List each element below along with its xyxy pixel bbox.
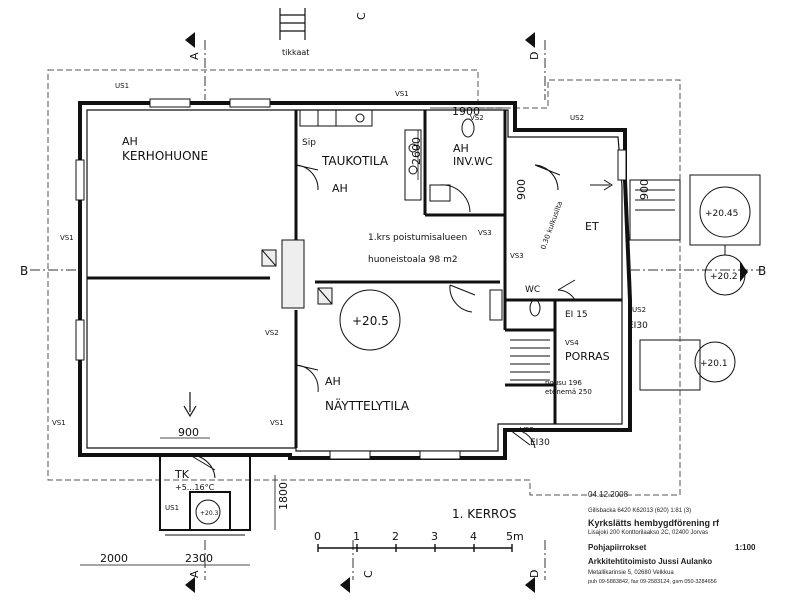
title-office-address: Metallikarinsie 5, 02680 Velkkua: [588, 570, 674, 576]
scale-tick-label: 2: [392, 530, 399, 543]
wall-tag: VS2: [265, 329, 279, 337]
level-text: +20.1: [700, 359, 728, 369]
doors: [189, 164, 576, 479]
fire-rating-ei30: EI30: [628, 321, 648, 331]
section-markers: [185, 32, 748, 593]
title-date: 04.12.2008: [588, 490, 629, 499]
title-ref: Gillsbacka 6420 K62013 (620) 1:81 (3): [588, 508, 692, 514]
wall-tag: VS1: [52, 419, 66, 427]
wall-tag: VS3: [510, 252, 524, 260]
level-text: +20.45: [705, 209, 738, 219]
room-label-tk: TK: [174, 468, 190, 481]
fire-rating-ei15: EI 15: [565, 310, 588, 320]
dimension-text: 900: [178, 426, 199, 439]
wall-tag: VS2: [470, 114, 484, 122]
scale-bar: [317, 544, 513, 552]
room-label-nayttelytila: NÄYTTELYTILA: [325, 398, 410, 413]
entrance-porch: [159, 454, 251, 536]
dimension-text: 2600: [410, 137, 423, 165]
scale-tick-label: 5m: [506, 530, 524, 543]
area-note-1: 1.krs poistumisalueen: [368, 233, 467, 243]
level-text: +20.2: [710, 272, 738, 282]
title-scale: 1:100: [735, 543, 756, 552]
arrow-icon: [183, 392, 197, 418]
ah-label: AH: [332, 182, 348, 195]
section-letter: A: [188, 52, 201, 60]
roof-outline: [47, 69, 681, 496]
kitchen-counter: [299, 109, 422, 201]
dimension-text: 2300: [185, 552, 213, 565]
ah-label: AH: [325, 375, 341, 388]
level-text: +20.3: [200, 510, 219, 517]
wall-tag: US1: [115, 82, 129, 90]
direction-arrows: [590, 179, 726, 255]
section-lines: [30, 40, 760, 580]
wall-tag: VS3: [478, 229, 492, 237]
title-drawing: Pohjapiirrokset: [588, 543, 647, 552]
title-address: Lisajoki 200 Konttorilaakso 2C, 02400 Jo…: [588, 530, 709, 536]
exterior-walls-inner: [86, 109, 623, 452]
heater-units: [261, 239, 333, 309]
sip-label: Sip: [302, 138, 316, 148]
stairs: [510, 339, 550, 381]
section-letter: A: [188, 570, 201, 578]
dimension-text: 900: [515, 179, 528, 200]
area-note-2: huoneistoala 98 m2: [368, 255, 458, 265]
room-label-wc: WC: [525, 285, 540, 295]
wall-tag: US2: [570, 114, 584, 122]
dimension-text: 2000: [100, 552, 128, 565]
scale-tick-label: 4: [470, 530, 477, 543]
level-circles: [195, 186, 751, 525]
section-letter: D: [528, 570, 541, 578]
level-text: +20.5: [352, 314, 389, 328]
ladder-top: [279, 8, 306, 40]
room-label-porras: PORRAS: [565, 350, 610, 363]
tk-temperature: +5...16°C: [175, 483, 215, 492]
ladder-label: tikkaat: [282, 48, 309, 57]
dimension-text: 1800: [277, 482, 290, 510]
wc-fixtures: [429, 118, 541, 321]
dimension-text: 900: [638, 179, 651, 200]
exterior-walls: [78, 101, 632, 460]
section-letter: D: [528, 52, 541, 60]
wall-tag: VS1: [60, 234, 74, 242]
title-client: Kyrkslätts hembygdförening rf: [588, 518, 720, 528]
stair-rise: nousu 196: [545, 379, 582, 387]
section-letter: B: [758, 264, 766, 278]
section-letter: C: [362, 570, 375, 578]
wall-tag: VS1: [270, 419, 284, 427]
interior-walls: [87, 110, 622, 448]
wall-tag: VS1: [395, 90, 409, 98]
wall-tag: VS4: [565, 339, 579, 347]
fire-rating-ei30: EI30: [530, 438, 550, 448]
scale-tick-label: 1: [353, 530, 360, 543]
floor-title: 1. KERROS: [452, 507, 516, 521]
room-label-taukotila: TAUKOTILA: [321, 154, 389, 168]
room-label-inv-wc: INV.WC: [453, 155, 493, 168]
room-label-kerhohuone: KERHOHUONE: [122, 149, 208, 163]
room-label-et: ET: [585, 220, 599, 233]
ah-label: AH: [122, 135, 138, 148]
title-office: Arkkitehtitoimisto Jussi Aulanko: [588, 557, 713, 566]
dimension-lines: [80, 107, 505, 566]
section-letter: B: [20, 264, 28, 278]
dimension-text: 1900: [452, 105, 480, 118]
section-letter: C: [355, 12, 368, 20]
title-phone: puh 09-5883842, fax 09-2583124, gsm 050-…: [588, 579, 717, 585]
wall-tag: VS2: [520, 426, 534, 434]
wall-tag: US1: [165, 504, 179, 512]
windows: [75, 98, 627, 460]
scale-tick-label: 0: [314, 530, 321, 543]
ramp-note: 0.30 kulkusilta: [539, 200, 564, 251]
stair-run: etenemä 250: [545, 388, 592, 396]
ah-label: AH: [453, 142, 469, 155]
wall-tag: US2: [632, 306, 646, 314]
scale-tick-label: 3: [431, 530, 438, 543]
